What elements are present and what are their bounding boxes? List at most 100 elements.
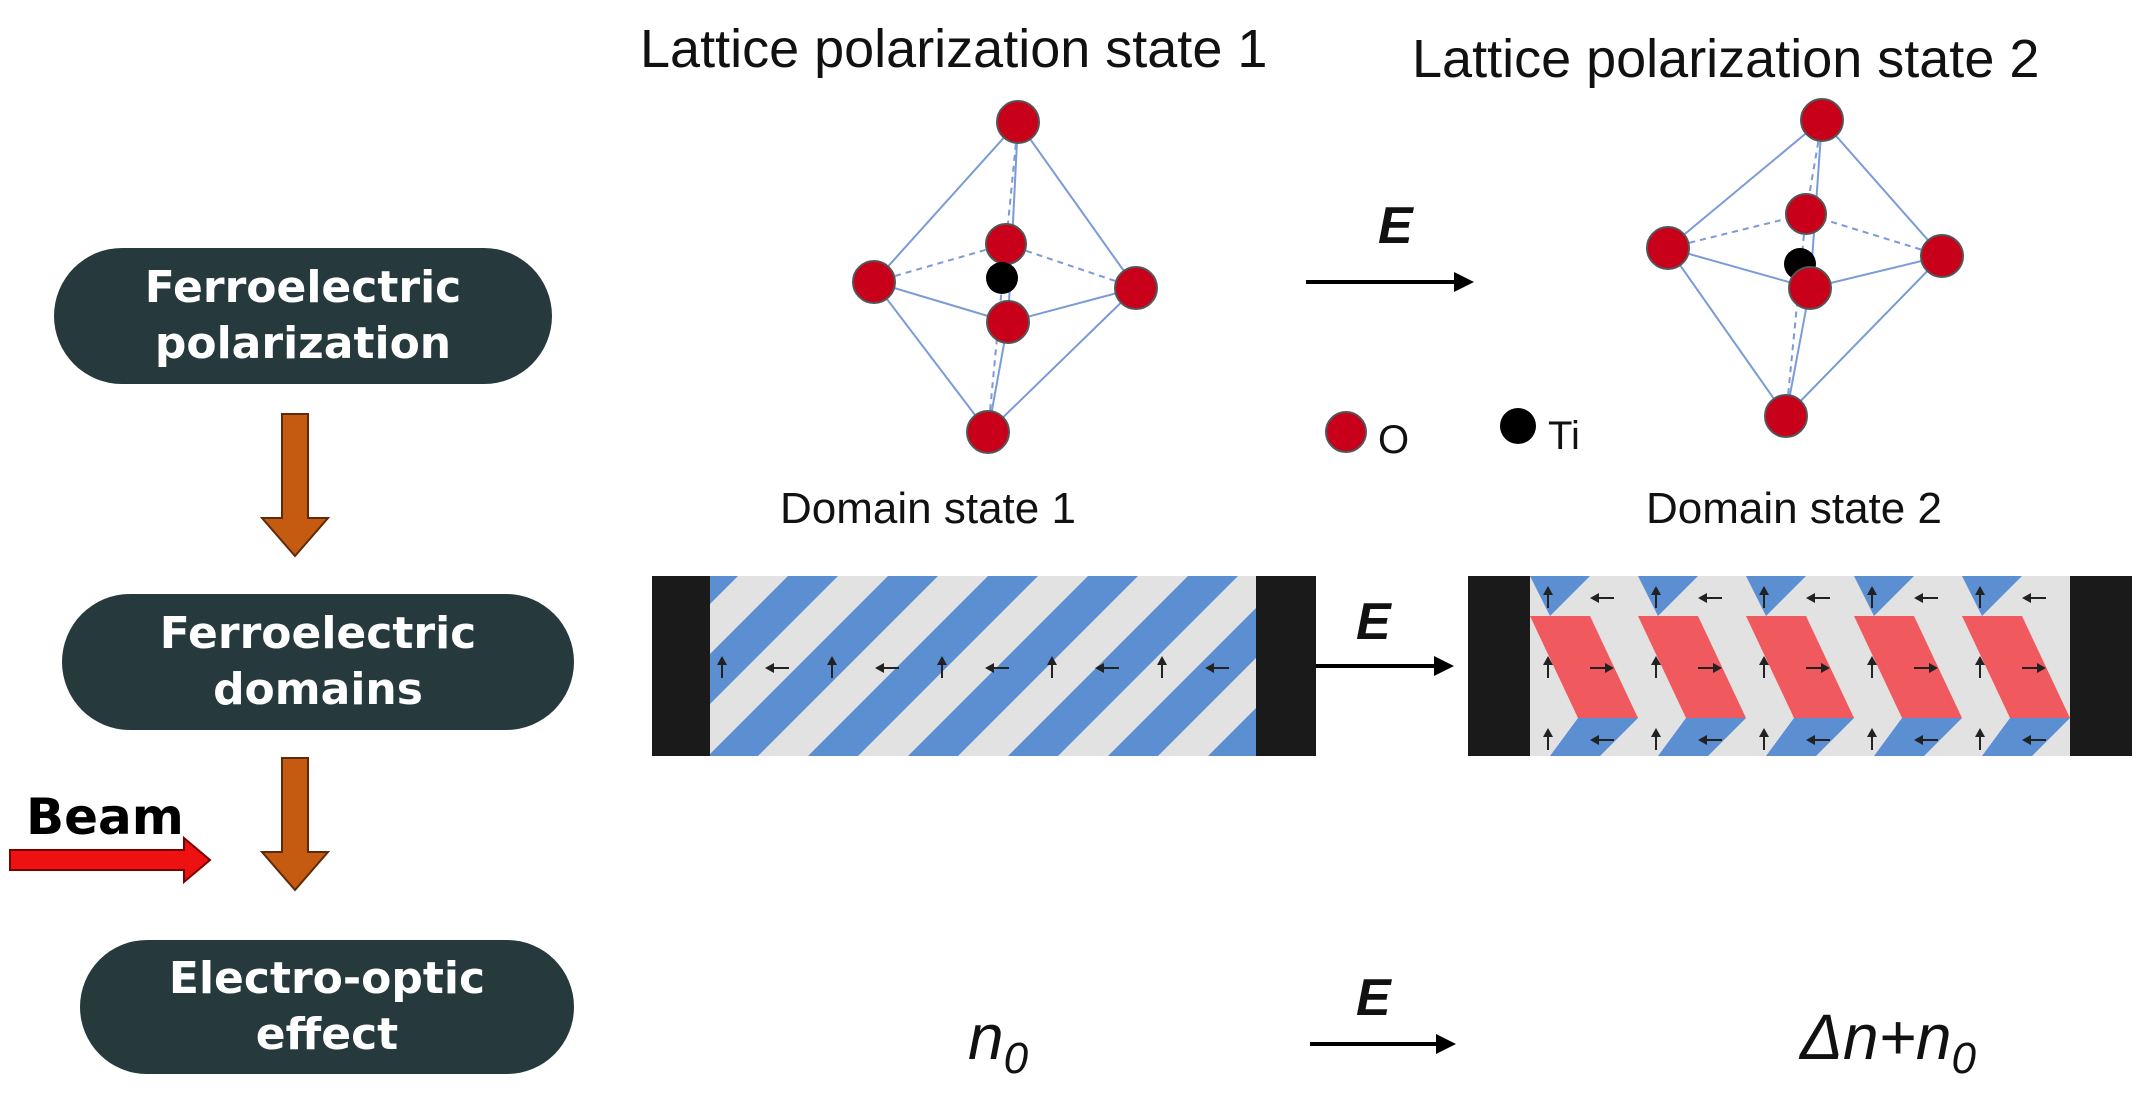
domain-2-chevrons bbox=[1530, 576, 2070, 756]
arrow-head bbox=[1543, 656, 1553, 665]
blue-domain-top bbox=[1746, 576, 1806, 616]
oxygen-atom bbox=[1114, 266, 1158, 310]
legend-oxygen-marker bbox=[1325, 411, 1367, 453]
red-domain-band bbox=[1962, 616, 2070, 718]
oxygen-atom bbox=[1800, 98, 1844, 142]
oxygen-atom bbox=[966, 410, 1010, 454]
flow-arrow-1 bbox=[259, 413, 331, 558]
domain-state-2 bbox=[1468, 576, 2132, 756]
arrow-head bbox=[1914, 735, 1923, 745]
blue-domain-stripe bbox=[708, 576, 938, 756]
blue-domain-top bbox=[1962, 576, 2022, 616]
arrow-up-icon bbox=[1651, 728, 1661, 750]
arrow-up-icon bbox=[1543, 656, 1553, 678]
blue-domain-bottom bbox=[1874, 718, 1962, 756]
arrow-up-icon bbox=[1651, 586, 1661, 608]
electrode-right bbox=[1256, 576, 1316, 756]
arrow-head bbox=[1543, 728, 1553, 737]
arrow-up-icon bbox=[1651, 656, 1661, 678]
legend-titanium-label: Ti bbox=[1548, 414, 1580, 458]
n0-subscript: 0 bbox=[1003, 1033, 1029, 1083]
arrow-left-icon bbox=[1806, 593, 1830, 603]
arrow-head bbox=[1047, 656, 1057, 665]
arrow-up-icon bbox=[1867, 586, 1877, 608]
domain-1-stripes bbox=[708, 576, 1258, 756]
arrow-left-icon bbox=[1914, 735, 1938, 745]
oxygen-atom bbox=[996, 100, 1040, 144]
pill-line-2: effect bbox=[255, 1009, 399, 1060]
field-arrow-index bbox=[1310, 1034, 1456, 1054]
domain-state-2-title: Domain state 2 bbox=[1646, 484, 1942, 533]
pill-line-2: polarization bbox=[154, 318, 452, 369]
legend-oxygen-label: O bbox=[1378, 418, 1410, 462]
arrow-left-icon bbox=[765, 663, 789, 673]
arrow-head bbox=[827, 656, 837, 665]
arrow-head bbox=[1806, 735, 1815, 745]
red-domain-band bbox=[1854, 616, 1962, 718]
domain-state-1-title: Domain state 1 bbox=[780, 484, 1076, 533]
arrow-head bbox=[1914, 593, 1923, 603]
arrow-left-icon bbox=[1806, 735, 1830, 745]
flow-arrow-2 bbox=[259, 757, 331, 892]
domain-state-1 bbox=[652, 576, 1316, 756]
red-domain-band bbox=[1746, 616, 1854, 718]
oxygen-atom bbox=[1788, 266, 1832, 310]
blue-domain-top bbox=[1638, 576, 1698, 616]
arrow-head bbox=[1867, 656, 1877, 665]
arrow-left-icon bbox=[875, 663, 899, 673]
titanium-atom bbox=[986, 262, 1018, 294]
red-domain-band bbox=[1530, 616, 1638, 718]
delta-n-subscript: 0 bbox=[1951, 1033, 1976, 1083]
blue-domain-stripe bbox=[1208, 706, 1258, 756]
lattice-state-1-title: Lattice polarization state 1 bbox=[640, 19, 1268, 79]
arrow-head bbox=[1698, 735, 1707, 745]
oxygen-atom bbox=[1920, 234, 1964, 278]
oxygen-atom bbox=[985, 223, 1027, 265]
arrow-up-icon bbox=[1867, 728, 1877, 750]
blue-domain-bottom bbox=[1658, 718, 1746, 756]
arrow-left-icon bbox=[2022, 593, 2046, 603]
arrow-head bbox=[1806, 593, 1815, 603]
arrow-head bbox=[1821, 663, 1830, 673]
domain-1-polarization-arrows bbox=[717, 656, 1229, 678]
arrow-right-icon bbox=[1914, 663, 1938, 673]
field-arrow-lattice bbox=[1306, 272, 1474, 292]
arrow-head bbox=[1759, 728, 1769, 737]
arrow-head bbox=[1651, 586, 1661, 595]
arrow-head bbox=[1095, 663, 1104, 673]
arrow-up-icon bbox=[1759, 728, 1769, 750]
domain-field-label: E bbox=[1356, 593, 1391, 651]
arrow-up-icon bbox=[717, 656, 727, 678]
n0-base: n bbox=[968, 1001, 1004, 1073]
arrow-head bbox=[1698, 593, 1707, 603]
blue-domain-stripe bbox=[908, 576, 1138, 756]
arrow-right-icon bbox=[1806, 663, 1830, 673]
arrow-left-icon bbox=[1095, 663, 1119, 673]
arrow-left-icon bbox=[1590, 735, 1614, 745]
arrow-up-icon bbox=[1543, 586, 1553, 608]
arrow-head bbox=[1590, 593, 1599, 603]
electrode-left bbox=[652, 576, 710, 756]
electrode-plus bbox=[1468, 576, 1530, 756]
blue-domain-stripe bbox=[1008, 576, 1238, 756]
blue-domain-top bbox=[1530, 576, 1590, 616]
arrow-right-icon bbox=[1590, 663, 1614, 673]
arrow-up-icon bbox=[827, 656, 837, 678]
oxygen-atom bbox=[1646, 226, 1690, 270]
arrow-up-icon bbox=[1867, 656, 1877, 678]
arrow-head bbox=[1651, 728, 1661, 737]
red-domain-band bbox=[1638, 616, 1746, 718]
blue-domain-stripe bbox=[808, 576, 1038, 756]
arrow-head bbox=[1975, 728, 1985, 737]
arrow-left-icon bbox=[1590, 593, 1614, 603]
arrow-head bbox=[1205, 663, 1214, 673]
arrow-head bbox=[717, 656, 727, 665]
pill-ferroelectric-domains: Ferroelectric domains bbox=[62, 594, 574, 730]
arrow-head bbox=[2022, 593, 2031, 603]
arrow-head bbox=[1157, 656, 1167, 665]
arrow-left-icon bbox=[1698, 735, 1722, 745]
lattice-state-2-title: Lattice polarization state 2 bbox=[1412, 29, 2040, 89]
oxygen-atom bbox=[986, 300, 1030, 344]
